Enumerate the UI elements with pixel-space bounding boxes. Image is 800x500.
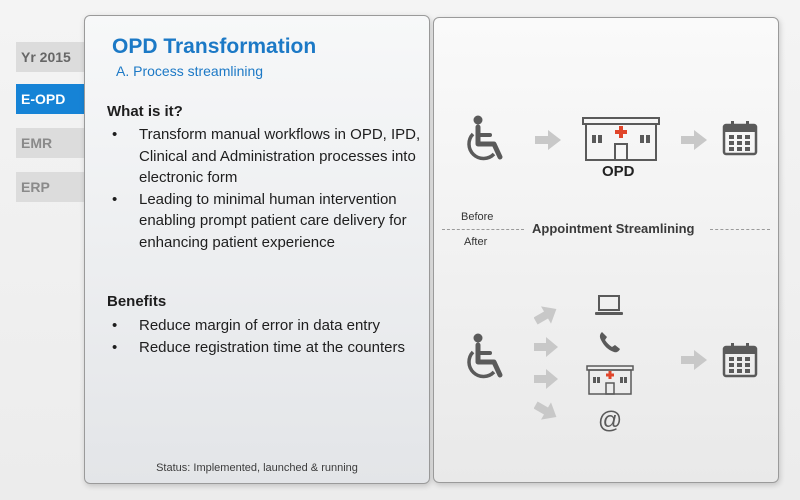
- calendar-icon: [722, 343, 758, 378]
- hospital-icon: [586, 365, 634, 395]
- tab-yr-2015[interactable]: Yr 2015: [16, 42, 84, 72]
- arrow-right-icon: [534, 337, 558, 357]
- arrow-right-icon: [681, 350, 707, 370]
- tab-erp[interactable]: ERP: [16, 172, 84, 202]
- before-label: Before: [461, 211, 494, 223]
- calendar-icon: [722, 121, 758, 156]
- after-label: After: [464, 236, 488, 248]
- wheelchair-icon: [467, 115, 503, 161]
- divider-line-right: [710, 229, 770, 230]
- page-title: OPD Transformation: [112, 35, 317, 58]
- arrow-downright-icon: [534, 401, 557, 420]
- tab-e-opd[interactable]: E-OPD: [16, 84, 84, 114]
- tab-emr[interactable]: EMR: [16, 128, 84, 158]
- divider-line-left: [442, 229, 524, 230]
- arrow-upright-icon: [534, 306, 557, 325]
- what-is-it-heading: What is it?: [107, 103, 183, 120]
- benefits-heading: Benefits: [107, 293, 167, 310]
- description-card: OPD Transformation A. Process streamlini…: [84, 15, 430, 484]
- list-item: Reduce margin of error in data entry: [107, 315, 427, 337]
- diagram-panel: OPD Before After Appointment Streamlinin…: [433, 17, 779, 483]
- arrow-right-icon: [681, 130, 707, 150]
- benefits-list: Reduce margin of error in data entry Red…: [107, 315, 427, 358]
- wheelchair-icon: [467, 333, 503, 379]
- list-item: Transform manual workflows in OPD, IPD, …: [107, 124, 427, 189]
- arrow-right-icon: [534, 369, 558, 389]
- appointment-streamlining-label: Appointment Streamlining: [532, 221, 695, 236]
- at-sign-icon: @: [598, 407, 622, 434]
- svg-text:@: @: [598, 407, 622, 434]
- status-text: Status: Implemented, launched & running: [156, 462, 358, 474]
- arrow-right-icon: [535, 130, 561, 150]
- list-item: Reduce registration time at the counters: [107, 337, 427, 359]
- laptop-icon: [595, 295, 623, 315]
- opd-label: OPD: [602, 163, 635, 180]
- what-is-it-list: Transform manual workflows in OPD, IPD, …: [107, 124, 427, 253]
- hospital-icon: [582, 117, 660, 161]
- phone-icon: [599, 332, 620, 353]
- list-item: Leading to minimal human intervention en…: [107, 189, 427, 254]
- page-subtitle: A. Process streamlining: [116, 63, 264, 79]
